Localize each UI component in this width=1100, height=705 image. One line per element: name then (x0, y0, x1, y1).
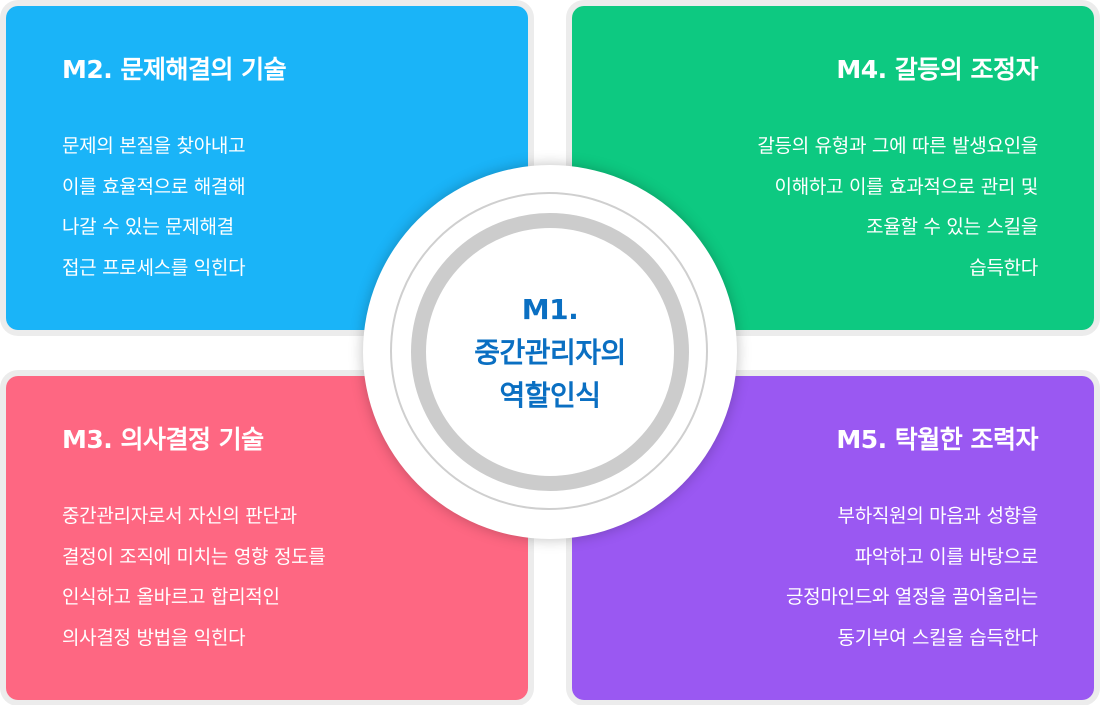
description-line: 조율할 수 있는 스킬을 (866, 216, 1038, 238)
description-line: 중간관리자로서 자신의 판단과 (62, 505, 297, 527)
description-line: 나갈 수 있는 문제해결 (62, 216, 234, 238)
description-line: 부하직원의 마음과 성향을 (837, 505, 1039, 527)
card-title: M5. 탁월한 조력자 (836, 425, 1038, 454)
description-line: 인식하고 올바르고 합리적인 (62, 586, 280, 608)
center-title-line: M1. (521, 292, 579, 326)
description-line: 습득한다 (969, 256, 1038, 279)
card-description: 문제의 본질을 찾아내고 이를 효율적으로 해결해 나갈 수 있는 문제해결 접… (62, 126, 246, 288)
center-title-m1: M1. 중간관리자의 역할인식 (411, 213, 689, 491)
card-m2-problem-solving: M2. 문제해결의 기술 문제의 본질을 찾아내고 이를 효율적으로 해결해 나… (6, 6, 528, 330)
card-description: 갈등의 유형과 그에 따른 발생요인을 이해하고 이를 효과적으로 관리 및 조… (757, 126, 1038, 288)
description-line: 문제의 본질을 찾아내고 (62, 135, 246, 157)
description-line: 동기부여 스킬을 습득한다 (837, 626, 1039, 649)
card-title: M3. 의사결정 기술 (62, 425, 264, 454)
card-title: M4. 갈등의 조정자 (836, 55, 1038, 84)
center-title-line: 역할인식 (499, 378, 601, 412)
description-line: 결정이 조직에 미치는 영향 정도를 (62, 545, 326, 568)
description-line: 이를 효율적으로 해결해 (62, 175, 246, 198)
center-thin-ring (390, 192, 708, 510)
description-line: 의사결정 방법을 익힌다 (62, 626, 246, 649)
description-line: 접근 프로세스를 익힌다 (62, 256, 246, 279)
description-line: 갈등의 유형과 그에 따른 발생요인을 (757, 135, 1038, 157)
description-line: 이해하고 이를 효과적으로 관리 및 (774, 175, 1039, 198)
description-line: 파악하고 이를 바탕으로 (854, 545, 1039, 568)
card-description: 부하직원의 마음과 성향을 파악하고 이를 바탕으로 긍정마인드와 열정을 끌어… (786, 496, 1038, 658)
center-title-line: 중간관리자의 (474, 335, 626, 369)
card-description: 중간관리자로서 자신의 판단과 결정이 조직에 미치는 영향 정도를 인식하고 … (62, 496, 326, 658)
description-line: 긍정마인드와 열정을 끌어올리는 (785, 586, 1038, 608)
card-title: M2. 문제해결의 기술 (62, 55, 287, 84)
